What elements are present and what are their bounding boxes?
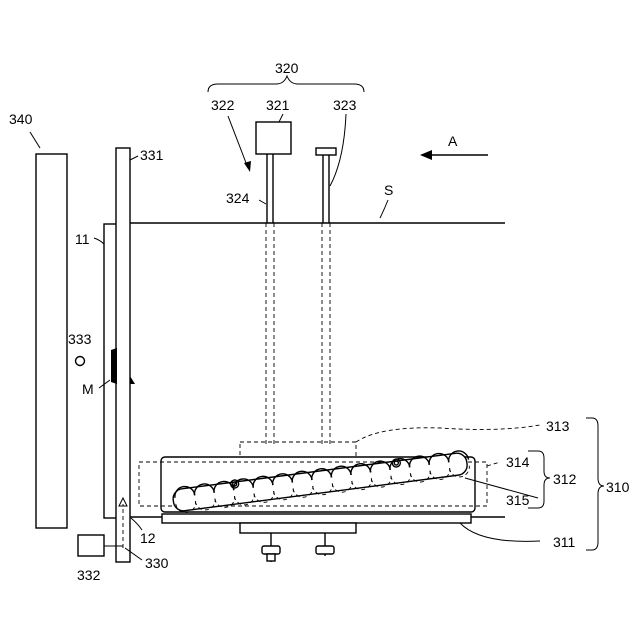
label-321: 321 xyxy=(266,97,290,113)
leader-331 xyxy=(130,156,138,160)
plate-340 xyxy=(36,154,67,528)
label-m: M xyxy=(82,381,94,397)
member-331 xyxy=(116,148,130,562)
knob-right xyxy=(316,546,334,554)
knob-left xyxy=(262,546,280,554)
arrow-a-head xyxy=(420,150,432,160)
leader-313 xyxy=(356,425,540,442)
label-320: 320 xyxy=(275,60,299,76)
leader-314 xyxy=(487,462,500,466)
label-12: 12 xyxy=(140,530,156,546)
leader-340 xyxy=(30,132,40,148)
mark-m-tip xyxy=(130,376,135,384)
leader-311 xyxy=(460,523,540,541)
leader-s xyxy=(380,200,388,218)
mark-m xyxy=(111,348,117,384)
cap-323 xyxy=(316,148,336,155)
block-321 xyxy=(256,122,291,154)
label-312: 312 xyxy=(553,471,577,487)
label-322: 322 xyxy=(211,97,235,113)
label-340: 340 xyxy=(9,111,33,127)
arrow-322-head xyxy=(244,161,251,172)
label-313: 313 xyxy=(546,418,570,434)
plate-311 xyxy=(162,514,471,523)
leader-11 xyxy=(94,238,104,244)
bracket-312 xyxy=(528,451,550,508)
leader-321 xyxy=(279,114,283,122)
label-310: 310 xyxy=(606,479,630,495)
knob-left-tip xyxy=(267,554,275,561)
leader-324 xyxy=(259,200,266,204)
leader-12 xyxy=(131,518,142,530)
sensor-333 xyxy=(76,357,85,366)
label-315: 315 xyxy=(506,492,530,508)
arrow-322 xyxy=(228,116,248,168)
label-333: 333 xyxy=(68,331,92,347)
brace-320 xyxy=(208,76,364,92)
label-11: 11 xyxy=(75,231,90,247)
label-323: 323 xyxy=(333,97,357,113)
label-314: 314 xyxy=(506,454,530,470)
foot-block xyxy=(240,523,356,533)
label-331: 331 xyxy=(140,147,164,163)
box-332 xyxy=(78,535,104,556)
label-324: 324 xyxy=(226,190,250,206)
label-a: A xyxy=(448,133,458,149)
label-330: 330 xyxy=(145,555,169,571)
label-s: S xyxy=(384,182,393,198)
bracket-310 xyxy=(586,418,604,550)
label-332: 332 xyxy=(77,567,101,583)
label-311: 311 xyxy=(553,534,576,550)
